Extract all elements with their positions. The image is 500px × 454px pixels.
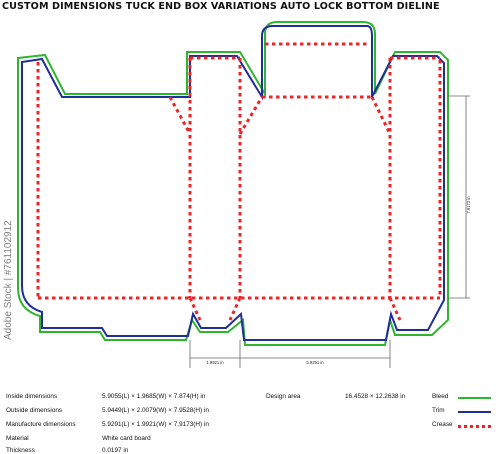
legend-label-bleed: Bleed — [432, 393, 449, 400]
bleed-swatch — [458, 397, 491, 399]
design-area-value: 16.4528 × 12.2638 in — [345, 393, 406, 400]
crease-lines — [36, 42, 442, 321]
width-dimension-label: 1.9921 in — [206, 360, 224, 365]
spec-value: 5.9055(L) × 1.9685(W) × 7.874(H) in — [102, 393, 206, 400]
spec-value: 0.0197 in — [102, 447, 129, 454]
spec-label: Inside dimensions — [6, 393, 58, 400]
dimension-lines — [189, 95, 470, 368]
spec-label: Material — [6, 435, 29, 442]
spec-value: White card board — [102, 435, 151, 442]
page-title: CUSTOM DIMENSIONS TUCK END BOX VARIATION… — [2, 1, 440, 12]
length-dimension-label: 5.9291 in — [306, 360, 324, 365]
spec-value: 5.9291(L) × 1.9921(W) × 7.9173(H) in — [102, 421, 209, 428]
watermark-text: Adobe Stock | #761102912 — [3, 220, 14, 340]
trim-outline — [21, 25, 445, 341]
legend-label-trim: Trim — [432, 407, 445, 414]
spec-value: 5.9449(L) × 2.0079(W) × 7.9528(H) in — [102, 407, 209, 414]
spec-label: Thickness — [6, 447, 35, 454]
crease-swatch — [458, 425, 491, 428]
spec-label: Manufacture dimensions — [6, 421, 76, 428]
spec-label: Outside dimensions — [6, 407, 63, 414]
trim-swatch — [458, 411, 491, 413]
design-area-label: Design area — [266, 393, 301, 400]
legend-label-crease: Crease — [432, 421, 453, 428]
height-dimension-label: 7.9172 in — [466, 196, 471, 214]
